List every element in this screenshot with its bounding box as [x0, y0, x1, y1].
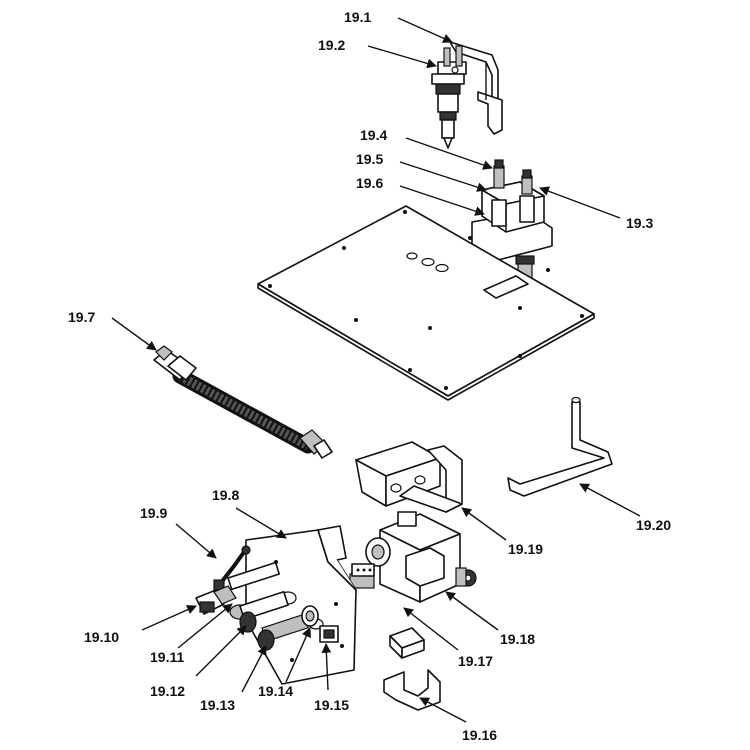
piezo-igniter-part — [195, 585, 237, 615]
callout-19-3: 19.3 — [626, 215, 653, 231]
gas-valve-part — [349, 511, 477, 603]
callout-19-4: 19.4 — [360, 127, 387, 143]
valve-bracket-part — [355, 441, 463, 513]
control-knobs-part — [227, 561, 319, 651]
callout-19-19: 19.19 — [508, 541, 543, 557]
callout-19-18: 19.18 — [500, 631, 535, 647]
callout-19-16: 19.16 — [462, 727, 497, 743]
callout-19-20: 19.20 — [636, 517, 671, 533]
callout-19-9: 19.9 — [140, 505, 167, 521]
callout-19-17: 19.17 — [458, 653, 493, 669]
callout-19-5: 19.5 — [356, 151, 383, 167]
callout-19-11: 19.11 — [150, 649, 184, 665]
callout-19-12: 19.12 — [150, 683, 185, 699]
callout-19-15: 19.15 — [314, 697, 349, 713]
gas-hose-part — [153, 345, 333, 459]
callout-19-14: 19.14 — [258, 683, 293, 699]
pilot-tube-part — [507, 396, 613, 497]
callout-19-7: 19.7 — [68, 309, 95, 325]
base-plate-part — [257, 205, 595, 401]
battery-part — [389, 627, 425, 659]
callout-19-13: 19.13 — [200, 697, 235, 713]
burner-manifold-part — [471, 159, 553, 289]
callout-19-6: 19.6 — [356, 175, 383, 191]
pilot-bracket-part — [449, 41, 503, 135]
pilot-burner-part — [431, 45, 467, 149]
callout-19-2: 19.2 — [318, 37, 345, 53]
switch-part — [319, 625, 339, 643]
callout-19-10: 19.10 — [84, 629, 119, 645]
callout-19-8: 19.8 — [212, 487, 239, 503]
callout-19-1: 19.1 — [344, 9, 371, 25]
leader-lines — [111, 17, 641, 723]
callout-labels: 19.1 19.2 19.3 19.4 19.5 19.6 19.7 19.8 … — [68, 9, 671, 743]
